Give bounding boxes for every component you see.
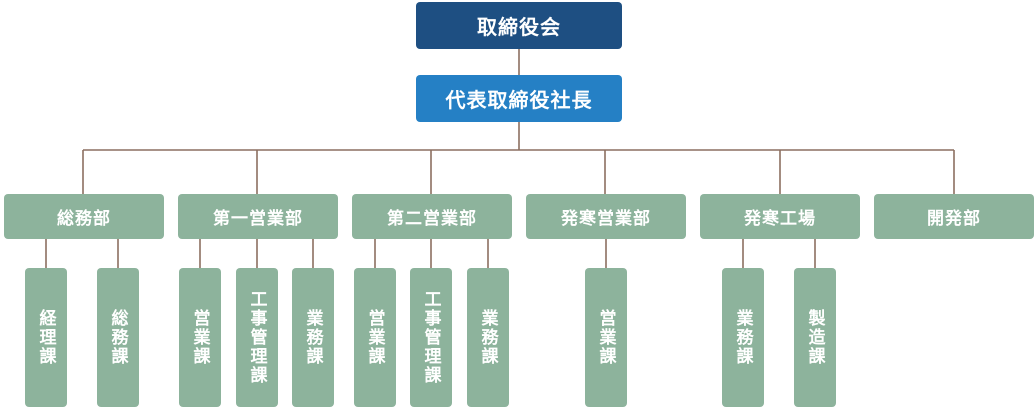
section-koji-kanri: 工事管理課 [410, 268, 452, 407]
section-gyomu: 業務課 [292, 268, 334, 407]
dept-eigyo2: 第二営業部 [352, 194, 512, 239]
board-box: 取締役会 [416, 2, 622, 49]
dept-kaihatsu: 開発部 [874, 194, 1034, 239]
section-soumu: 総務課 [97, 268, 139, 407]
section-gyomu: 業務課 [722, 268, 764, 407]
section-gyomu: 業務課 [467, 268, 509, 407]
section-eigyo: 営業課 [585, 268, 627, 407]
dept-soumu: 総務部 [4, 194, 164, 239]
dept-eigyo1: 第一営業部 [178, 194, 338, 239]
section-seizo: 製造課 [794, 268, 836, 407]
ceo-box: 代表取締役社長 [416, 75, 622, 122]
section-eigyo: 営業課 [179, 268, 221, 407]
dept-hassamu-kojo: 発寒工場 [700, 194, 860, 239]
section-eigyo: 営業課 [354, 268, 396, 407]
dept-hassamu-eigyo: 発寒営業部 [526, 194, 686, 239]
section-koji-kanri: 工事管理課 [236, 268, 278, 407]
section-keiri: 経理課 [25, 268, 67, 407]
